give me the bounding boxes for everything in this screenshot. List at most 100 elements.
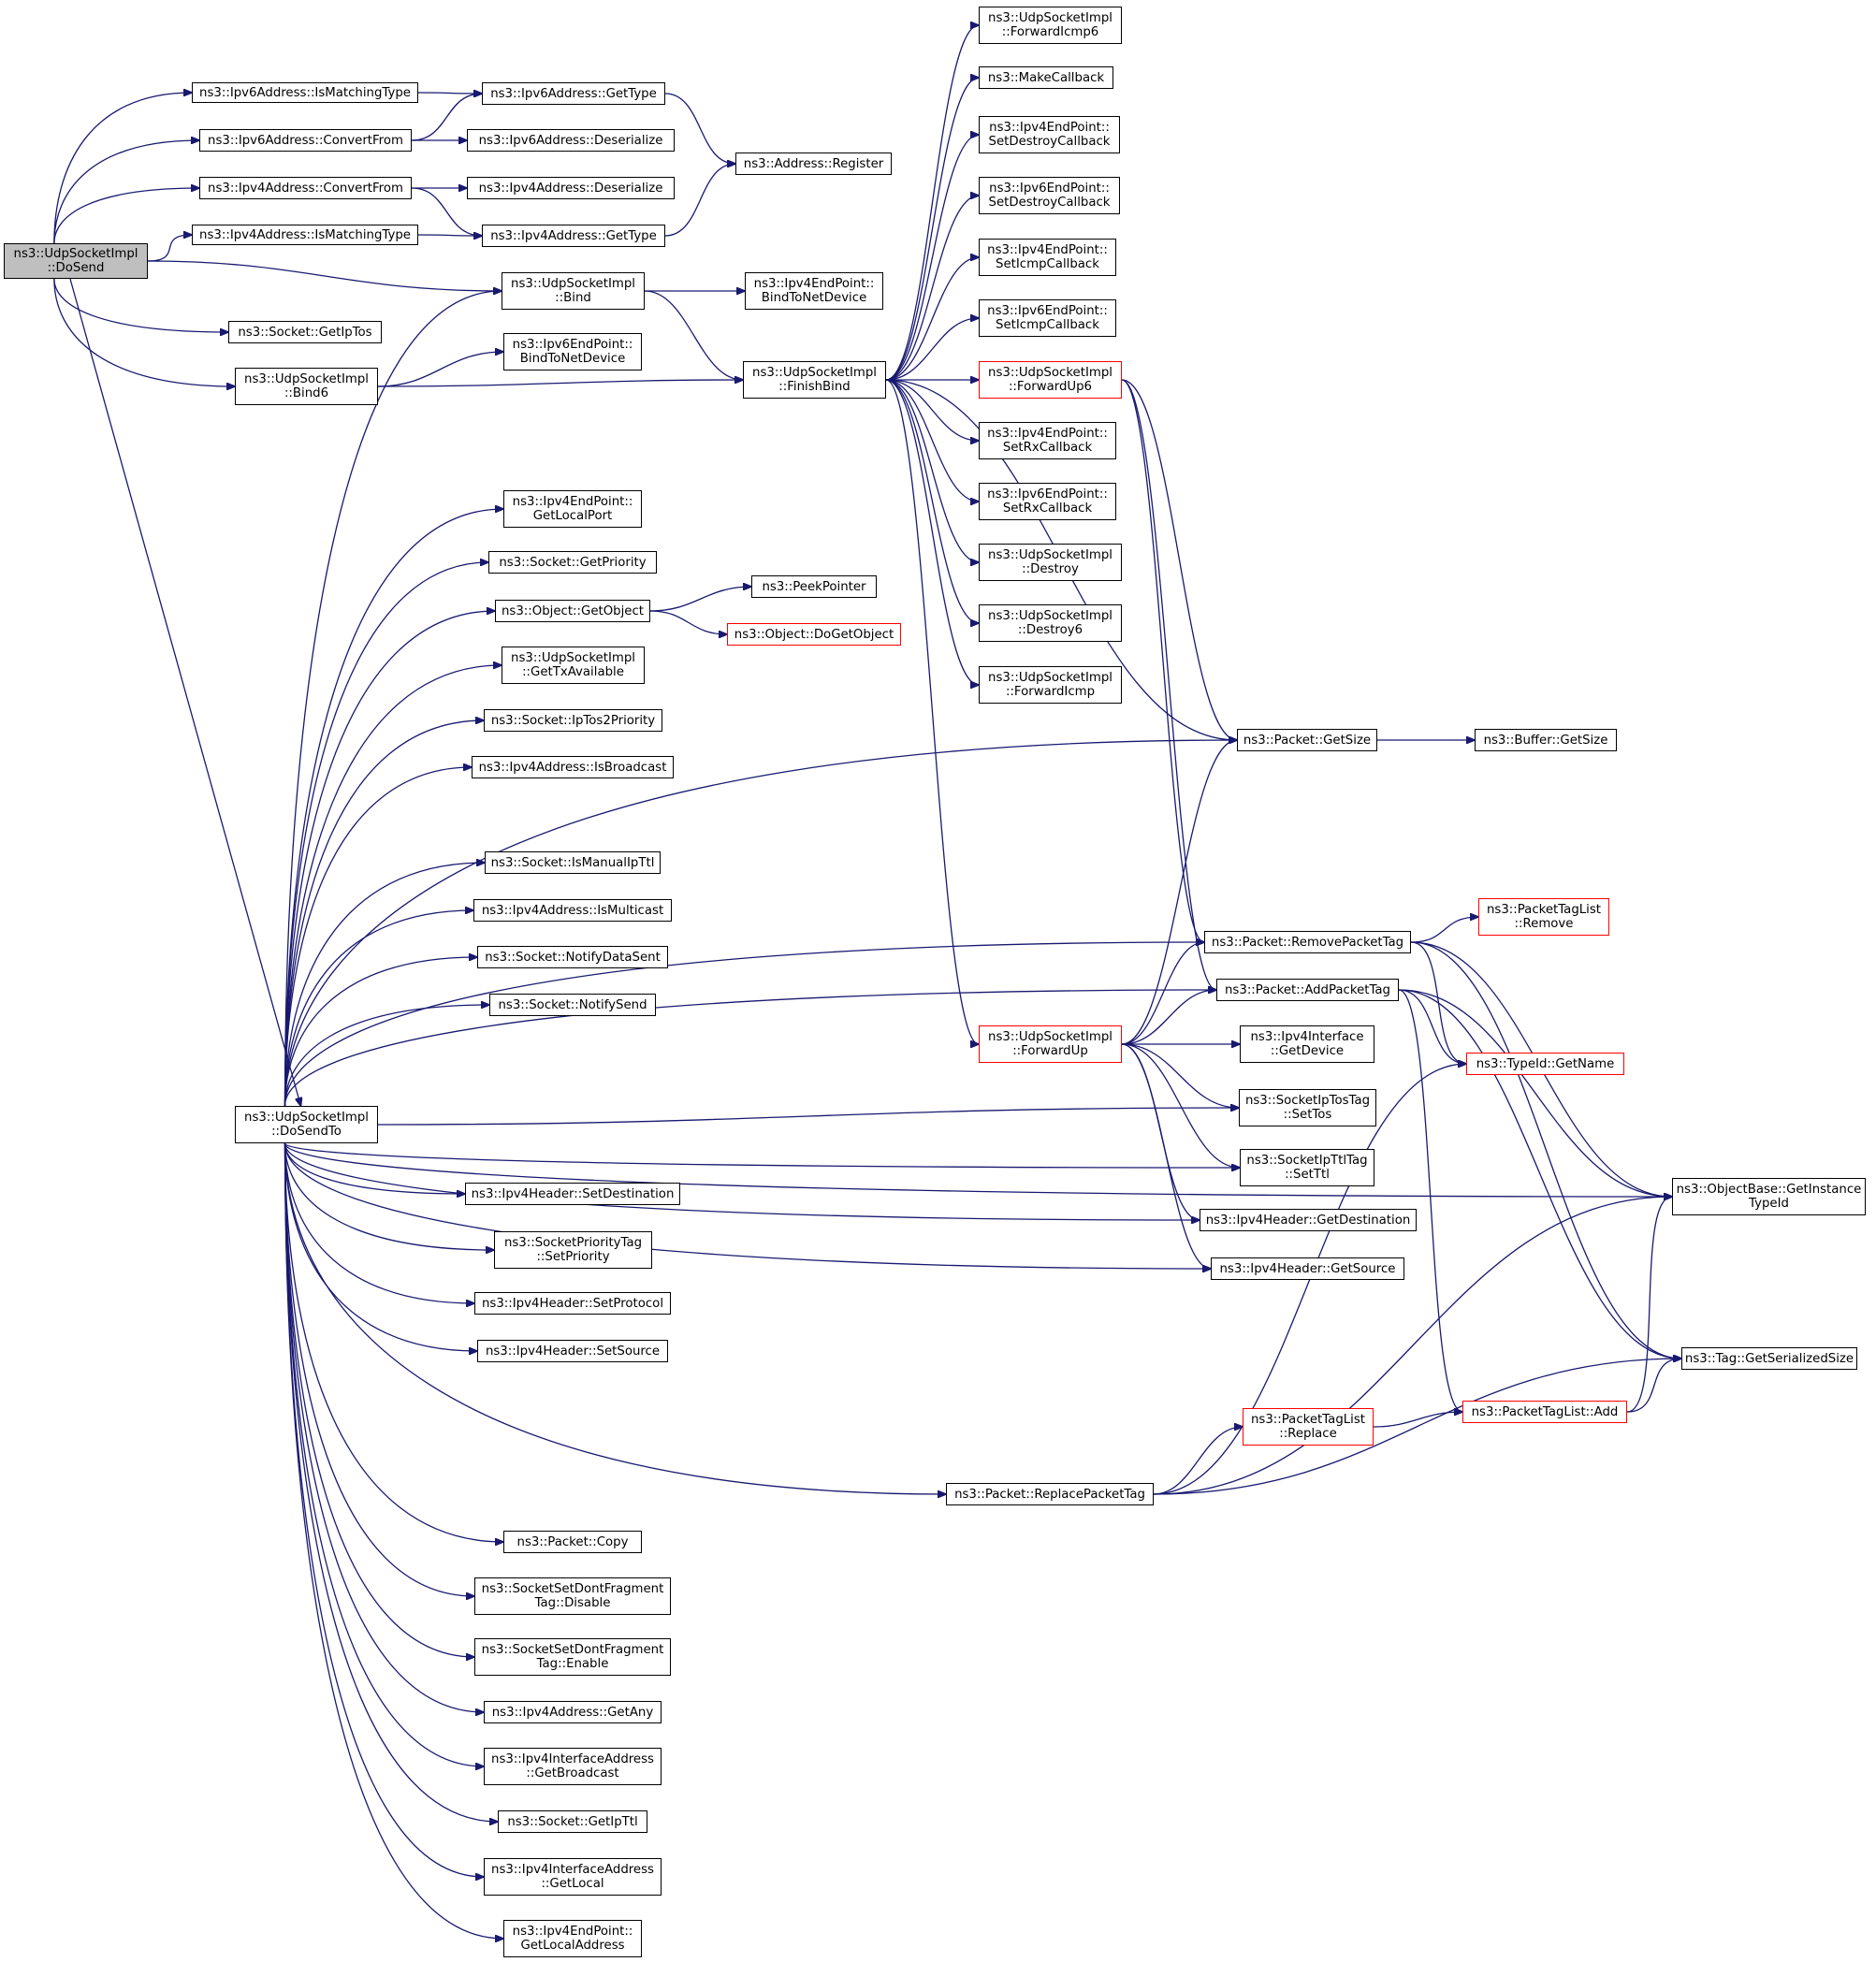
node-forwardicmp6[interactable]: ns3::UdpSocketImpl::ForwardIcmp6 — [979, 7, 1122, 44]
node-object-getobject[interactable]: ns3::Object::GetObject — [495, 600, 650, 622]
node-object-dogetobject[interactable]: ns3::Object::DoGetObject — [727, 623, 901, 646]
edge-packet-addpackettag-to-typeid-getname — [1398, 989, 1466, 1064]
node-destroy6[interactable]: ns3::UdpSocketImpl::Destroy6 — [979, 604, 1122, 642]
node-ipv4ep-setrx[interactable]: ns3::Ipv4EndPoint::SetRxCallback — [979, 422, 1116, 459]
node-ipv4-ismatching[interactable]: ns3::Ipv4Address::IsMatchingType — [192, 225, 418, 245]
node-socket-notifysend[interactable]: ns3::Socket::NotifySend — [489, 994, 656, 1016]
node-socket-getipttl[interactable]: ns3::Socket::GetIpTtl — [498, 1810, 647, 1833]
node-socket-notifydatasent[interactable]: ns3::Socket::NotifyDataSent — [477, 946, 668, 968]
node-ipv6-gettype[interactable]: ns3::Ipv6Address::GetType — [482, 82, 665, 105]
node-label-line: SetDestroyCallback — [988, 135, 1111, 149]
node-ipv6-deserialize[interactable]: ns3::Ipv6Address::Deserialize — [467, 129, 675, 152]
node-ipv4header-setdestination[interactable]: ns3::Ipv4Header::SetDestination — [465, 1183, 680, 1205]
node-finishbind[interactable]: ns3::UdpSocketImpl::FinishBind — [743, 361, 886, 399]
node-ipv4-ismulticast[interactable]: ns3::Ipv4Address::IsMulticast — [473, 899, 672, 922]
edge-bind6-to-ipv6ep-bindtonetdevice — [377, 352, 503, 387]
node-socket-getiptos[interactable]: ns3::Socket::GetIpTos — [228, 321, 382, 343]
node-ipv4ifaceaddr-getbroadcast[interactable]: ns3::Ipv4InterfaceAddress::GetBroadcast — [484, 1748, 662, 1785]
node-gettxavailable[interactable]: ns3::UdpSocketImpl::GetTxAvailable — [502, 647, 645, 684]
node-packettaglist-add[interactable]: ns3::PacketTagList::Add — [1462, 1401, 1627, 1423]
edge-ipv4-gettype-to-address-register — [664, 164, 735, 237]
node-forwardicmp[interactable]: ns3::UdpSocketImpl::ForwardIcmp — [979, 666, 1122, 704]
node-label-line: ns3::ObjectBase::GetInstance — [1676, 1183, 1862, 1197]
node-label-line: ::Bind — [555, 291, 591, 305]
node-bind[interactable]: ns3::UdpSocketImpl::Bind — [502, 272, 645, 310]
edge-dosendto-to-ipv4ep-getlocaladdress — [284, 1142, 503, 1939]
node-socket-iptos2priority[interactable]: ns3::Socket::IpTos2Priority — [484, 709, 662, 732]
node-packet-addpackettag[interactable]: ns3::Packet::AddPacketTag — [1216, 979, 1399, 1001]
node-packettaglist-replace[interactable]: ns3::PacketTagList::Replace — [1243, 1408, 1374, 1446]
node-ipv4-isbroadcast[interactable]: ns3::Ipv4Address::IsBroadcast — [472, 756, 674, 778]
node-label-line: ns3::PacketTagList — [1486, 903, 1602, 917]
node-label-line: ns3::UdpSocketImpl — [988, 671, 1113, 685]
node-bind6[interactable]: ns3::UdpSocketImpl::Bind6 — [235, 368, 378, 405]
node-ipv4ifaceaddr-getlocal[interactable]: ns3::Ipv4InterfaceAddress::GetLocal — [484, 1858, 662, 1896]
node-label-line: Tag::Enable — [536, 1657, 609, 1671]
edge-forwardup-to-packet-removepackettag — [1121, 942, 1204, 1045]
node-socketprioritytag-setpriority[interactable]: ns3::SocketPriorityTag::SetPriority — [494, 1231, 652, 1269]
node-ipv4ep-getlocaladdress[interactable]: ns3::Ipv4EndPoint::GetLocalAddress — [503, 1920, 642, 1957]
node-ipv4ep-setdestroy[interactable]: ns3::Ipv4EndPoint::SetDestroyCallback — [979, 116, 1120, 153]
node-label-line: ns3::Ipv4EndPoint:: — [987, 243, 1108, 257]
edge-packet-removepackettag-to-tag-getserializedsize — [1410, 941, 1681, 1359]
node-ipv4-gettype[interactable]: ns3::Ipv4Address::GetType — [482, 225, 665, 247]
edge-dosendto-to-packet-copy — [284, 1142, 503, 1542]
node-label-line: ns3::Ipv4EndPoint:: — [512, 495, 633, 509]
node-makecallback[interactable]: ns3::MakeCallback — [979, 66, 1113, 89]
node-sockettostag-settos[interactable]: ns3::SocketIpTosTag::SetTos — [1239, 1089, 1376, 1126]
node-dosendto[interactable]: ns3::UdpSocketImpl::DoSendTo — [235, 1106, 378, 1143]
node-packet-replacepackettag[interactable]: ns3::Packet::ReplacePacketTag — [946, 1483, 1154, 1505]
node-ipv4-deserialize[interactable]: ns3::Ipv4Address::Deserialize — [467, 177, 675, 199]
node-label-line: ns3::Ipv4Header::GetSource — [1219, 1261, 1396, 1276]
node-ipv6ep-seticmp[interactable]: ns3::Ipv6EndPoint::SetIcmpCallback — [979, 299, 1116, 337]
node-forwardup6[interactable]: ns3::UdpSocketImpl::ForwardUp6 — [979, 361, 1122, 399]
node-ipv6-convertfrom[interactable]: ns3::Ipv6Address::ConvertFrom — [199, 129, 412, 152]
node-socket-ismanualipttl[interactable]: ns3::Socket::IsManualIpTtl — [485, 851, 661, 874]
edge-finishbind-to-ipv6ep-setrx — [885, 379, 979, 501]
edge-dosendto-to-ipv4header-getsource — [284, 1142, 1211, 1269]
edge-dosendto-to-ipv4header-setdestination — [284, 1142, 465, 1194]
node-ipv6ep-setrx[interactable]: ns3::Ipv6EndPoint::SetRxCallback — [979, 483, 1116, 520]
node-ipv4-getany[interactable]: ns3::Ipv4Address::GetAny — [484, 1701, 662, 1723]
node-ipv4ep-seticmp[interactable]: ns3::Ipv4EndPoint::SetIcmpCallback — [979, 239, 1116, 276]
node-ipv4header-setprotocol[interactable]: ns3::Ipv4Header::SetProtocol — [474, 1292, 671, 1315]
node-destroy[interactable]: ns3::UdpSocketImpl::Destroy — [979, 544, 1122, 581]
node-packet-copy[interactable]: ns3::Packet::Copy — [503, 1531, 642, 1553]
node-ipv6ep-setdestroy[interactable]: ns3::Ipv6EndPoint::SetDestroyCallback — [979, 177, 1120, 214]
node-ipv4header-setsource[interactable]: ns3::Ipv4Header::SetSource — [477, 1340, 668, 1362]
node-address-register[interactable]: ns3::Address::Register — [735, 153, 892, 175]
node-ipv4header-getsource[interactable]: ns3::Ipv4Header::GetSource — [1211, 1257, 1404, 1280]
node-ipv4-convertfrom[interactable]: ns3::Ipv4Address::ConvertFrom — [199, 177, 412, 199]
node-ipv4header-getdestination[interactable]: ns3::Ipv4Header::GetDestination — [1200, 1209, 1417, 1231]
node-tag-getserializedsize[interactable]: ns3::Tag::GetSerializedSize — [1681, 1347, 1857, 1370]
node-label-line: ns3::Ipv4Address::GetAny — [491, 1705, 654, 1720]
node-peekpointer[interactable]: ns3::PeekPointer — [751, 575, 877, 598]
node-buffer-getsize[interactable]: ns3::Buffer::GetSize — [1475, 729, 1617, 751]
node-label-line: ns3::SocketPriorityTag — [503, 1236, 643, 1250]
node-ipv6-ismatching[interactable]: ns3::Ipv6Address::IsMatchingType — [192, 82, 418, 103]
edge-forwardup-to-sockettostag-settos — [1121, 1043, 1239, 1108]
node-typeid-getname[interactable]: ns3::TypeId::GetName — [1466, 1053, 1624, 1075]
node-ipv6ep-bindtonetdevice[interactable]: ns3::Ipv6EndPoint::BindToNetDevice — [503, 333, 642, 371]
node-socket-getpriority[interactable]: ns3::Socket::GetPriority — [488, 551, 657, 574]
edge-ipv4-convertfrom-to-ipv4-gettype — [411, 187, 482, 236]
node-label-line: ns3::Ipv4Header::SetSource — [485, 1344, 661, 1359]
edge-dosendto-to-socket-notifysend — [284, 1005, 489, 1107]
node-packet-getsize[interactable]: ns3::Packet::GetSize — [1237, 729, 1377, 751]
node-label-line: ::Remove — [1514, 917, 1574, 931]
node-ipv4ep-getlocalport[interactable]: ns3::Ipv4EndPoint::GetLocalPort — [503, 490, 642, 528]
node-ipv4iface-getdevice[interactable]: ns3::Ipv4Interface::GetDevice — [1240, 1025, 1374, 1063]
node-packet-removepackettag[interactable]: ns3::Packet::RemovePacketTag — [1204, 931, 1411, 953]
node-packettaglist-remove[interactable]: ns3::PacketTagList::Remove — [1478, 898, 1609, 936]
edge-packettaglist-add-to-objectbase-getinstancetypeid — [1626, 1197, 1672, 1413]
node-label-line: ns3::Ipv4Header::SetDestination — [471, 1186, 675, 1201]
node-socketttltag-setttl[interactable]: ns3::SocketIpTtlTag::SetTtl — [1240, 1149, 1374, 1186]
node-label-line: ns3::UdpSocketImpl — [244, 372, 369, 386]
edge-dosendto-to-socket-notifydatasent — [284, 957, 477, 1107]
node-ipv4ep-bindtonetdevice[interactable]: ns3::Ipv4EndPoint::BindToNetDevice — [745, 272, 883, 310]
edge-dosendto-to-object-getobject — [284, 611, 495, 1107]
node-forwardup[interactable]: ns3::UdpSocketImpl::ForwardUp — [979, 1025, 1122, 1063]
